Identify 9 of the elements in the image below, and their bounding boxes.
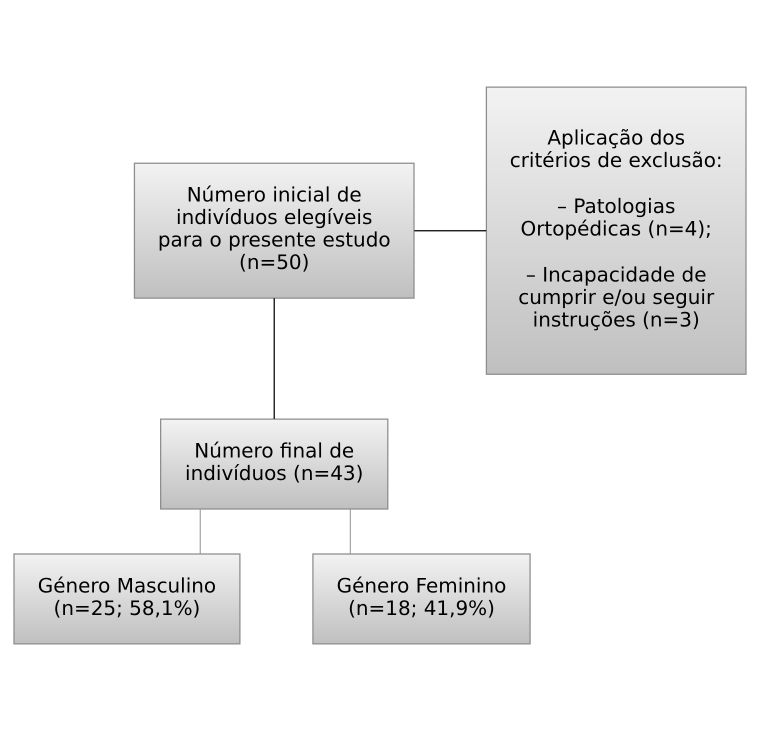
connector [199,509,200,554]
node-box: Aplicação dos critérios de exclusão: – Patologias Ortopédicas (n=4); – Incapacidade de cumprir e/ou seguir instruções (n=3) [485,86,746,375]
node-box: Género Masculino (n=25; 58,1%) [12,553,240,644]
connector [349,509,350,554]
node-box: Número inicial de indivíduos elegíveis para o presente estudo (n=50) [133,162,414,299]
connector [414,230,486,232]
node-box: Género Feminino (n=18; 41,9%) [312,553,530,644]
connector [273,298,274,419]
node-box: Número final de indivíduos (n=43) [160,418,388,510]
